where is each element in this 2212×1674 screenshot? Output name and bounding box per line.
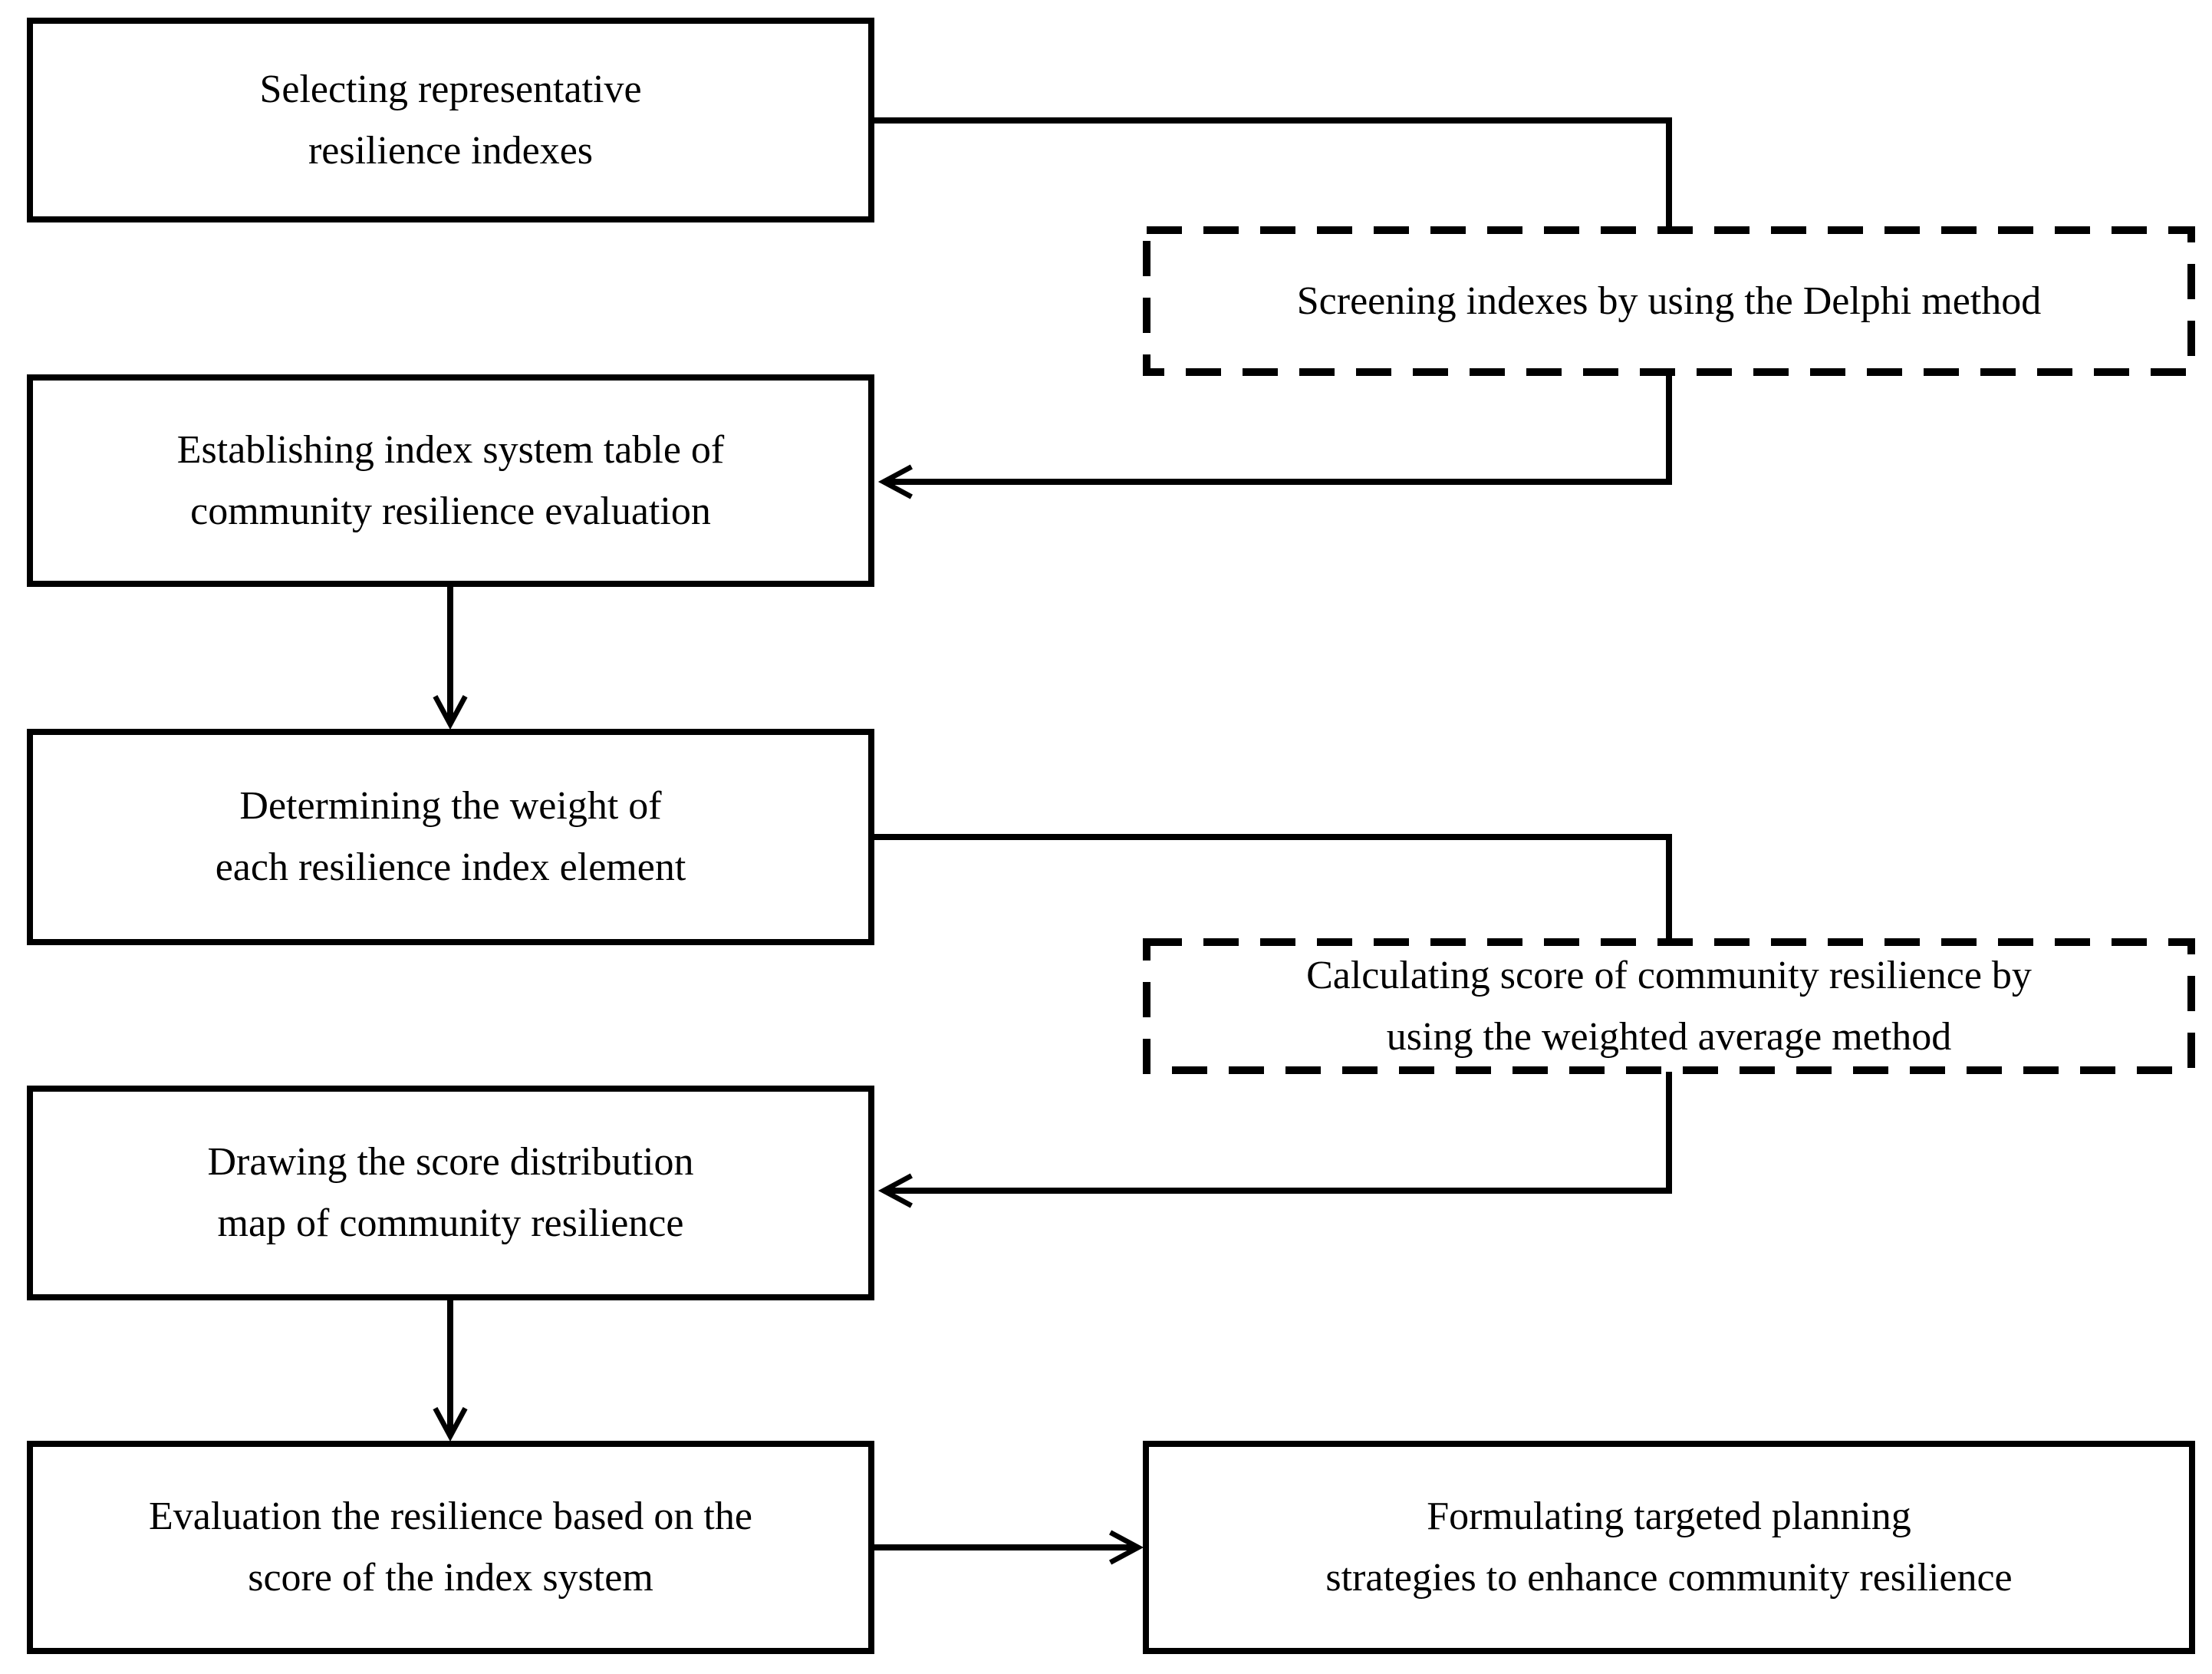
node-evaluate-resilience: Evaluation the resilience based on the s…	[27, 1441, 874, 1654]
node-screening-delphi-label: Screening indexes by using the Delphi me…	[1296, 278, 2042, 323]
node-establish-table: Establishing index system table of commu…	[27, 374, 874, 587]
node-select-indexes: Selecting representative resilience inde…	[27, 18, 874, 222]
calculate-dashed-border	[1143, 938, 2195, 1074]
node-calculate-score: Calculating score of community resilienc…	[1143, 938, 2195, 1074]
screening-dashed-border	[1143, 226, 2195, 376]
node-determine-weight-label: Determining the weight of each resilienc…	[215, 784, 686, 889]
node-calculate-score-label: Calculating score of community resilienc…	[1306, 953, 2032, 1059]
node-screening-delphi: Screening indexes by using the Delphi me…	[1143, 226, 2195, 376]
edge-select-to-screening	[871, 117, 1672, 229]
node-formulate-strategies-label: Formulating targeted planning strategies…	[1325, 1494, 2013, 1600]
node-formulate-strategies: Formulating targeted planning strategies…	[1143, 1441, 2195, 1654]
node-draw-map-label: Drawing the score distribution map of co…	[207, 1140, 694, 1245]
node-draw-map: Drawing the score distribution map of co…	[27, 1086, 874, 1300]
node-evaluate-resilience-label: Evaluation the resilience based on the s…	[149, 1494, 752, 1600]
edge-weight-to-calculate	[871, 834, 1672, 941]
edge-calculate-to-draw	[877, 1072, 1672, 1208]
edge-screening-to-establish	[877, 374, 1672, 499]
node-establish-table-label: Establishing index system table of commu…	[176, 427, 725, 533]
node-determine-weight: Determining the weight of each resilienc…	[27, 729, 874, 945]
node-select-indexes-label: Selecting representative resilience inde…	[259, 67, 642, 173]
